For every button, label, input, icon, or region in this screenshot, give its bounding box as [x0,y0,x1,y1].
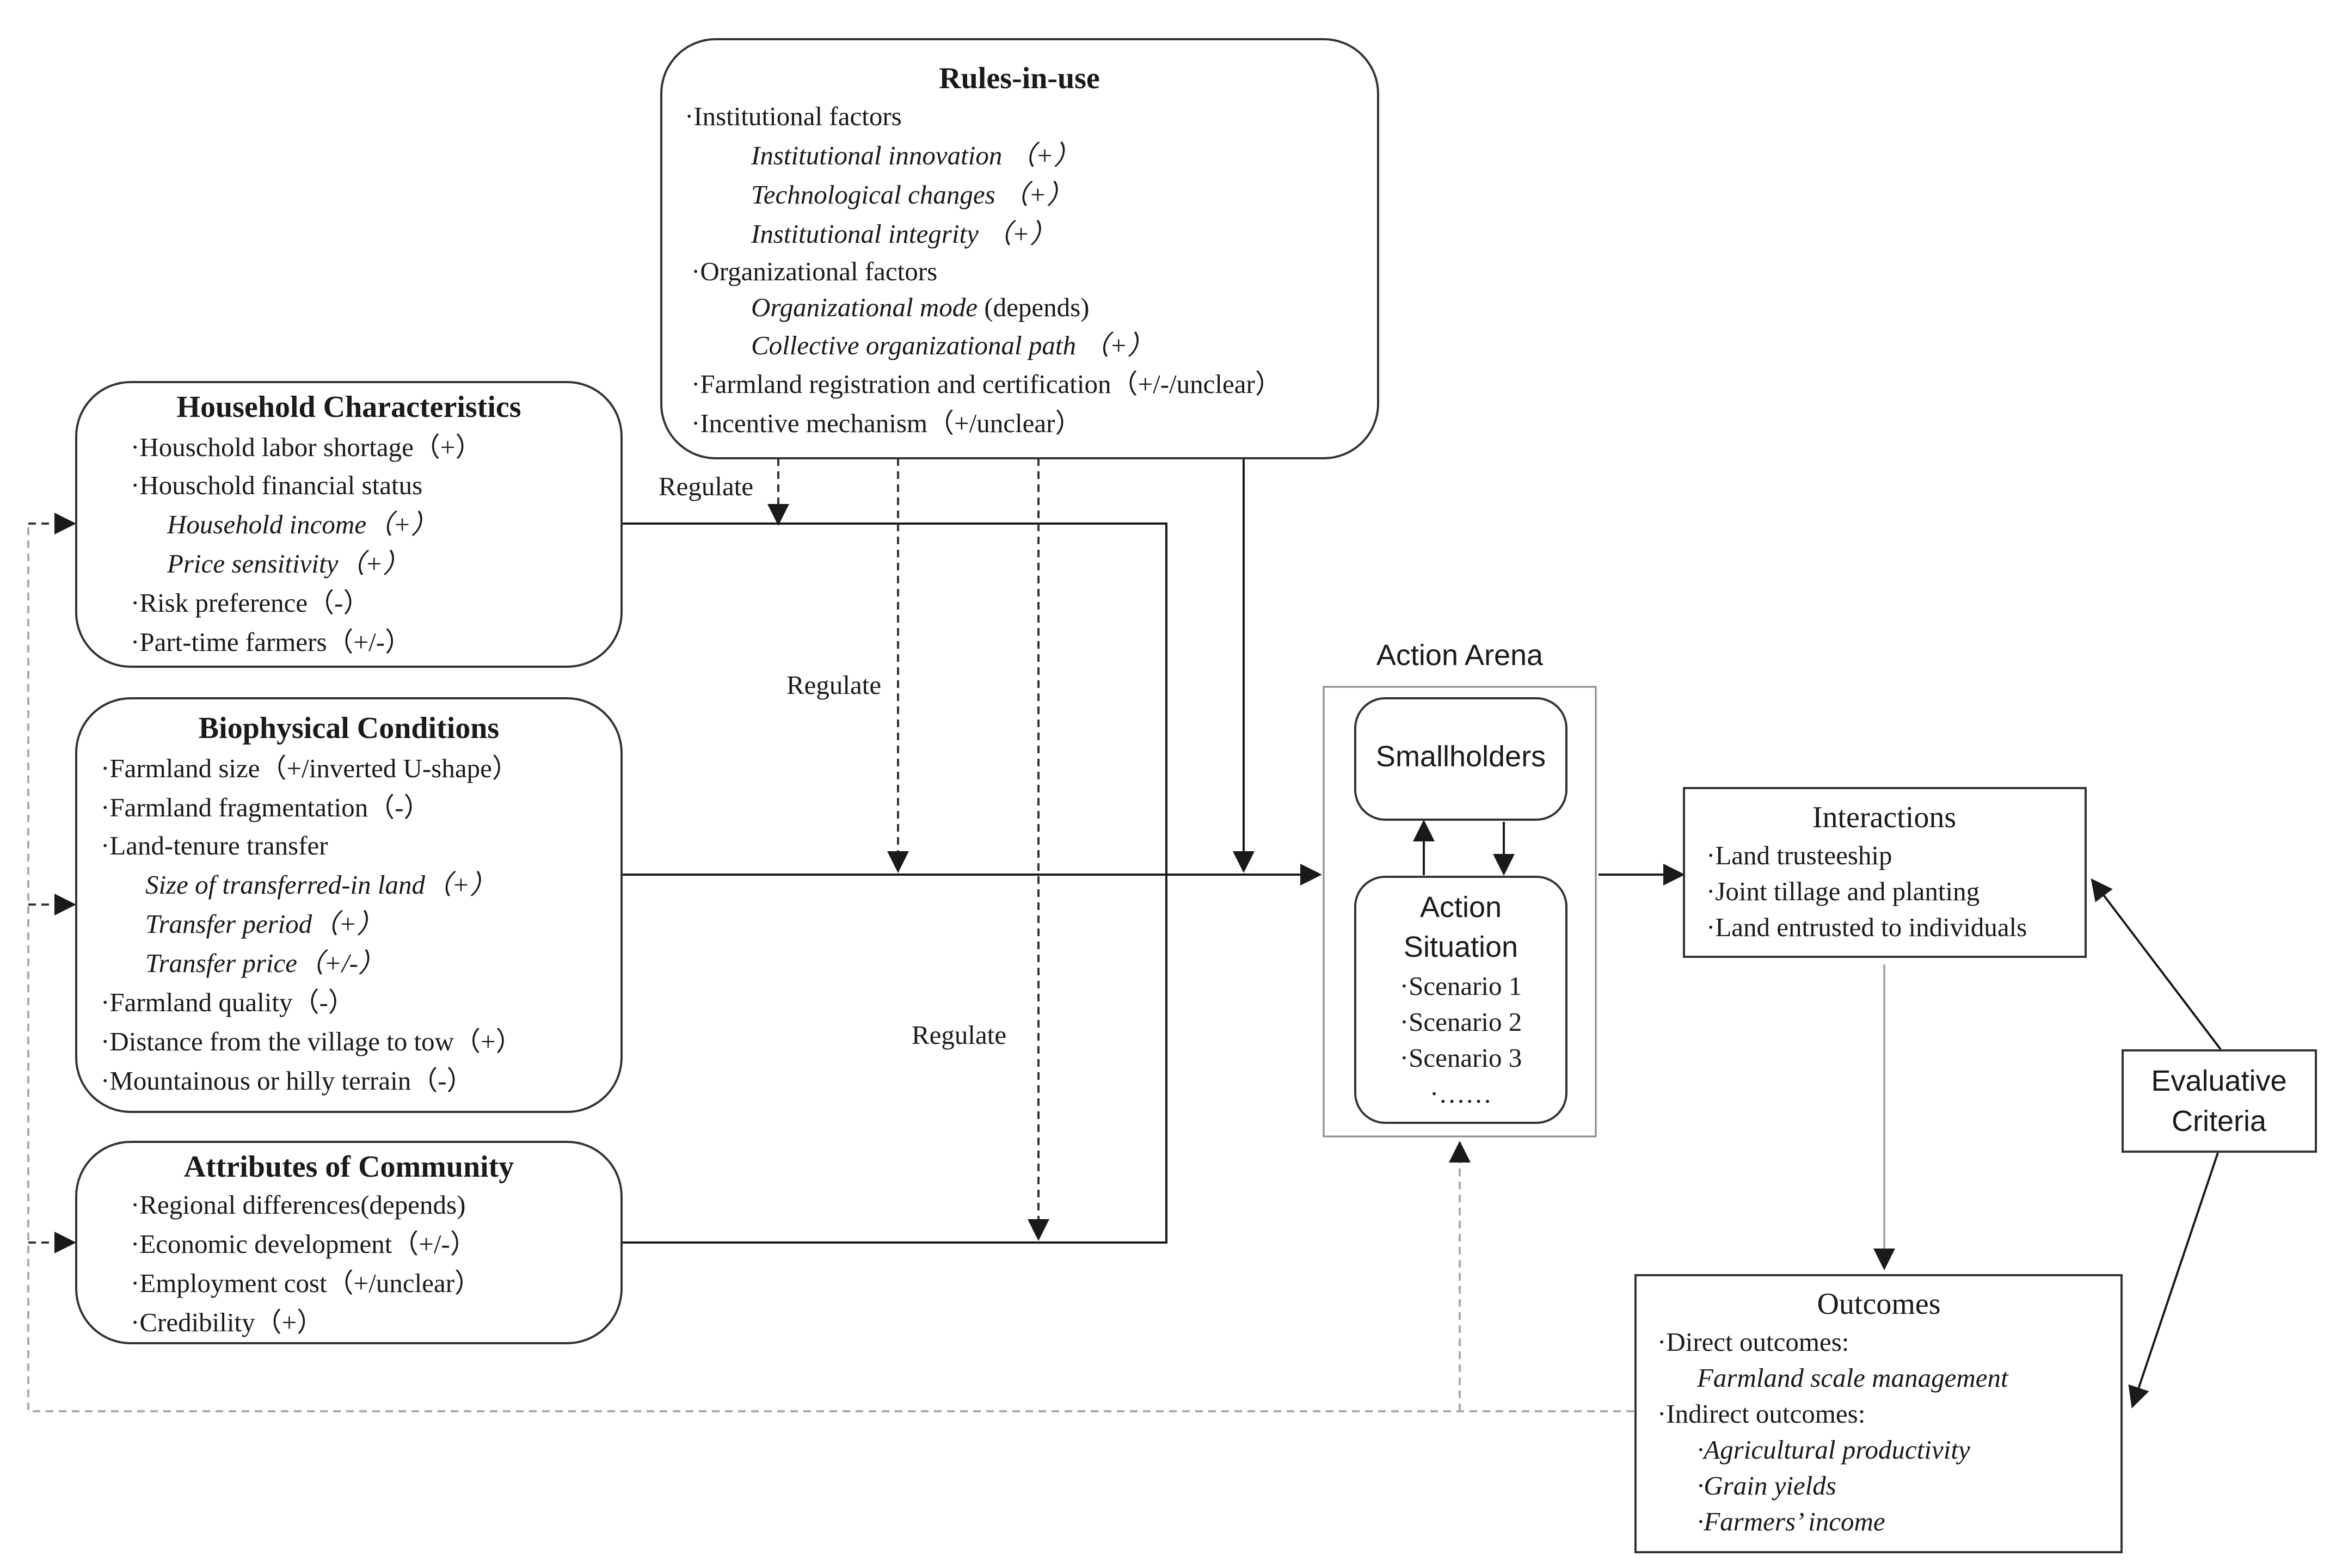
biophysical-item: ·Farmland fragmentation（-） [101,792,431,822]
rules-item: ·Incentive mechanism（+/unclear） [691,408,1081,438]
feedback-loop [27,524,1634,1412]
biophysical-item: ·Farmland size（+/inverted U-shape） [101,753,519,783]
biophysical-item: ·Farmland quality（-） [101,987,355,1017]
community-item: ·Employment cost（+/unclear） [131,1268,481,1298]
biophysical-title: Biophysical Conditions [199,711,499,745]
interactions-item: ·Joint tillage and planting [1706,876,1980,906]
evaluative-to-interactions-arrow [2091,878,2222,1050]
action-situation-label: Situation [1404,931,1518,963]
biophysical-item: ·Distance from the village to tow（+） [101,1026,522,1056]
rules-title: Rules-in-use [939,62,1100,95]
household-connector [622,522,1167,1244]
rules-item: Institutional innovation （+） [751,140,1080,170]
household-item: ·Houschold labor shortage（+） [131,432,482,462]
community-title: Attributes of Community [184,1150,514,1184]
community-item: ·Credibility（+） [131,1307,323,1337]
household-item: Household income（+） [167,509,438,539]
household-item: Price sensitivity（+） [167,549,409,579]
rules-item: Collective organizational path （+） [751,330,1154,360]
biophysical-item: ·Mountainous or hilly terrain（-） [101,1066,474,1096]
smallholders-box [1354,697,1567,821]
outcomes-title: Outcomes [1817,1287,1940,1321]
regulate-label: Regulate [659,471,753,501]
outcomes-item: ·Agricultural productivity [1697,1435,1970,1465]
interactions-item: ·Land entrusted to individuals [1706,912,2027,942]
community-item: ·Economic development（+/-） [131,1229,477,1259]
interactions-item: ·Land trusteeship [1706,840,1892,870]
outcomes-item: ·Grain yields [1697,1471,1836,1501]
outcomes-item: ·Farmers’ income [1697,1506,1885,1536]
biophysical-item: ·Land-tenure transfer [101,831,328,860]
biophysical-item: Transfer period（+） [145,909,383,939]
scenario-item: ·Scenario 3 [1400,1043,1522,1073]
action-arena: Action Arena Smallholders Action Situati… [1323,639,1597,1137]
evaluative-label: Evaluative [2151,1065,2286,1097]
outcomes-box: Outcomes ·Direct outcomes: Farmland scal… [1634,1274,2123,1553]
evaluative-label: Criteria [2172,1105,2267,1137]
household-title: Household Characteristics [176,390,521,424]
household-characteristics-box: Household Characteristics ·Houschold lab… [75,381,623,668]
biophysical-item: Transfer price（+/-） [145,948,385,978]
action-situation-box [1354,876,1567,1124]
outcomes-item: ·Direct outcomes: [1657,1327,1849,1357]
rules-item: Technological changes （+） [751,180,1073,210]
attributes-of-community-box: Attributes of Community ·Regional differ… [75,1141,623,1344]
household-item: ·Part-time farmers（+/-） [131,627,411,657]
household-item: ·Houschold financial status [131,470,422,500]
action-situation-label: Action [1420,891,1502,924]
outcomes-item: ·Indirect outcomes: [1657,1399,1865,1429]
evaluative-to-outcomes-arrow [2128,1152,2219,1409]
rules-item: Organizational mode (depends) [751,292,1090,322]
evaluative-criteria-box: Evaluative Criteria [2122,1049,2317,1153]
action-arena-title: Action Arena [1376,639,1544,672]
interactions-title: Interactions [1812,801,1956,834]
biophysical-conditions-box: Biophysical Conditions ·Farmland size（+/… [75,697,623,1113]
household-item: ·Risk preference（-） [131,588,370,618]
rules-item: ·Farmland registration and certification… [691,369,1282,399]
scenario-item: ·Scenario 1 [1400,971,1522,1001]
scenario-item: ·…… [1430,1079,1492,1109]
regulate-label: Regulate [786,670,881,700]
rules-item: Institutional integrity （+） [751,219,1056,249]
smallholders-label: Smallholders [1376,740,1546,773]
scenario-item: ·Scenario 2 [1400,1007,1522,1037]
rules-item: ·Institutional factors [685,101,902,131]
community-item: ·Regional differences(depends) [131,1190,465,1220]
rules-in-use-box: Rules-in-use ·Institutional factors Inst… [660,38,1379,459]
rules-item: ·Organizational factors [691,256,937,286]
biophysical-item: Size of transferred-in land（+） [145,870,496,900]
regulate-label: Regulate [912,1020,1006,1050]
interactions-box: Interactions ·Land trusteeship ·Joint ti… [1683,787,2087,958]
outcomes-item: Farmland scale management [1696,1363,2009,1393]
